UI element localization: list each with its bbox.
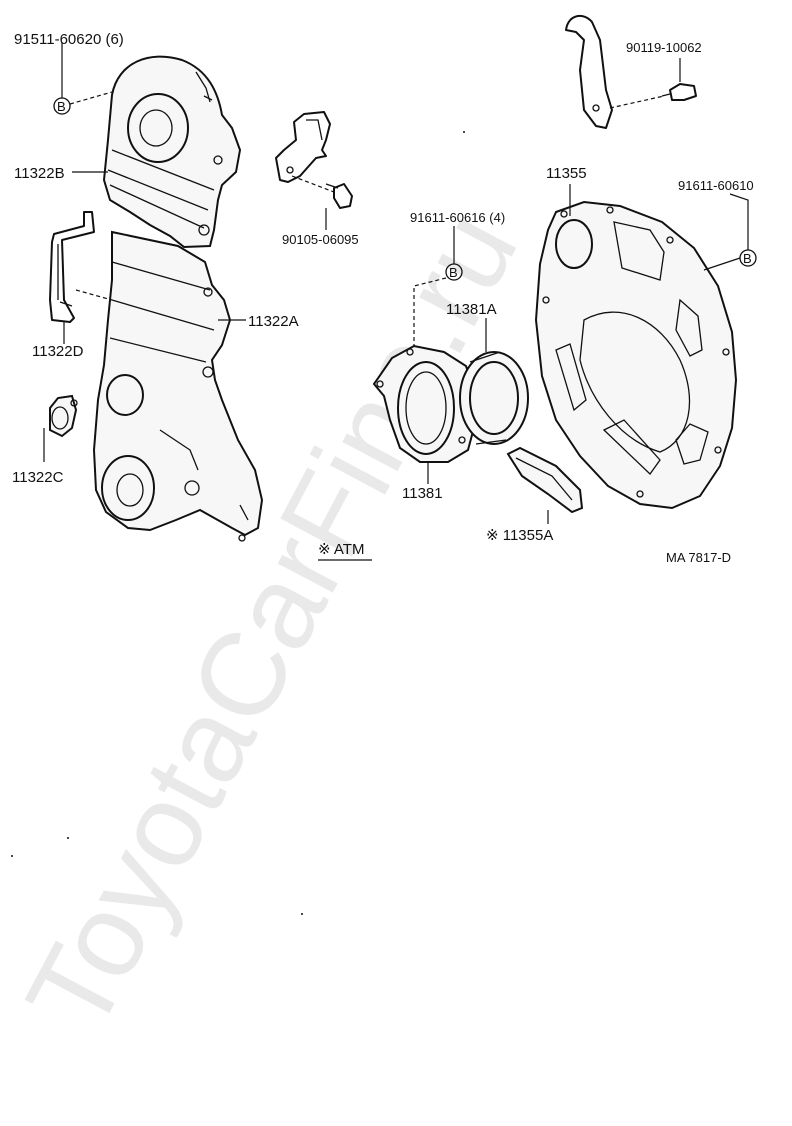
- oil-seal-11381A[interactable]: [459, 351, 529, 445]
- label-11355A: ※ 11355A: [486, 527, 553, 544]
- timing-cover-lower-11322A[interactable]: [92, 230, 264, 542]
- atm-note: ※ ATM: [318, 541, 364, 558]
- bolt-90105-06095[interactable]: [325, 183, 353, 209]
- oil-seal-11322C[interactable]: [49, 394, 78, 438]
- label-90119-10062: 90119-10062: [626, 40, 702, 55]
- label-11322C: 11322C: [12, 469, 64, 486]
- bolt-90119-10062[interactable]: [661, 83, 697, 101]
- label-90105-06095: 90105-06095: [282, 232, 359, 247]
- label-11381: 11381: [402, 485, 443, 502]
- oil-seal-retainer-11381[interactable]: [372, 344, 478, 463]
- timing-cover-upper-11322B[interactable]: [102, 55, 242, 249]
- marker-b-left: B: [53, 97, 71, 115]
- label-91511-60620: 91511-60620 (6): [14, 31, 124, 48]
- label-11322A: 11322A: [248, 313, 299, 330]
- figure-code: MA 7817-D: [666, 550, 731, 565]
- label-11322B: 11322B: [14, 165, 65, 182]
- marker-b-right: B: [739, 249, 757, 267]
- bracket-11322D[interactable]: [49, 211, 95, 323]
- svg-text:B: B: [57, 99, 66, 114]
- label-11355: 11355: [546, 165, 587, 182]
- svg-text:B: B: [743, 251, 752, 266]
- clip-bracket[interactable]: [275, 111, 331, 183]
- gasket-11355A[interactable]: [506, 446, 584, 514]
- hook-bracket[interactable]: [565, 14, 613, 129]
- end-plate-11355[interactable]: [534, 200, 738, 510]
- label-91611-60616: 91611-60616 (4): [410, 210, 505, 225]
- label-91611-60610: 91611-60610: [678, 178, 754, 193]
- label-11381A: 11381A: [446, 301, 497, 318]
- svg-text:B: B: [449, 265, 458, 280]
- label-11322D: 11322D: [32, 343, 84, 360]
